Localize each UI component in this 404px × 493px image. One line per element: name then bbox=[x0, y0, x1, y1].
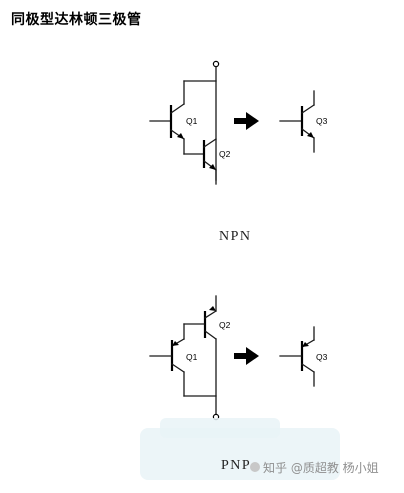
pnp-equivalent-arrow bbox=[234, 347, 259, 365]
npn-darlington-circuit: Q1 Q2 Q3 NPN bbox=[149, 60, 328, 244]
npn-q2-transistor bbox=[183, 138, 217, 185]
npn-q2-label: Q2 bbox=[219, 149, 231, 159]
page-title: 同极型达林顿三极管 bbox=[11, 12, 142, 28]
npn-collector-terminal bbox=[212, 60, 220, 68]
pnp-q3-transistor bbox=[279, 326, 315, 387]
npn-q1-transistor bbox=[149, 80, 185, 155]
pnp-q1-label: Q1 bbox=[186, 352, 198, 362]
bottom-haze bbox=[140, 418, 340, 480]
watermark-text: 知乎 @质超教 杨小姐 bbox=[263, 460, 379, 475]
pnp-q3-label: Q3 bbox=[316, 352, 328, 362]
pnp-caption: PNP bbox=[221, 458, 251, 473]
npn-q3-transistor bbox=[279, 90, 315, 153]
watermark: 知乎 @质超教 杨小姐 bbox=[250, 460, 379, 475]
npn-q1-label: Q1 bbox=[186, 116, 198, 126]
pnp-q1-transistor bbox=[149, 323, 217, 397]
npn-caption: NPN bbox=[219, 229, 252, 244]
pnp-darlington-circuit: Q2 Q1 Q3 bbox=[149, 295, 328, 421]
zhihu-logo-icon bbox=[250, 462, 260, 472]
npn-equivalent-arrow bbox=[234, 112, 259, 130]
npn-q3-label: Q3 bbox=[316, 116, 328, 126]
pnp-q2-label: Q2 bbox=[219, 320, 231, 330]
pnp-q2-transistor bbox=[183, 295, 217, 415]
